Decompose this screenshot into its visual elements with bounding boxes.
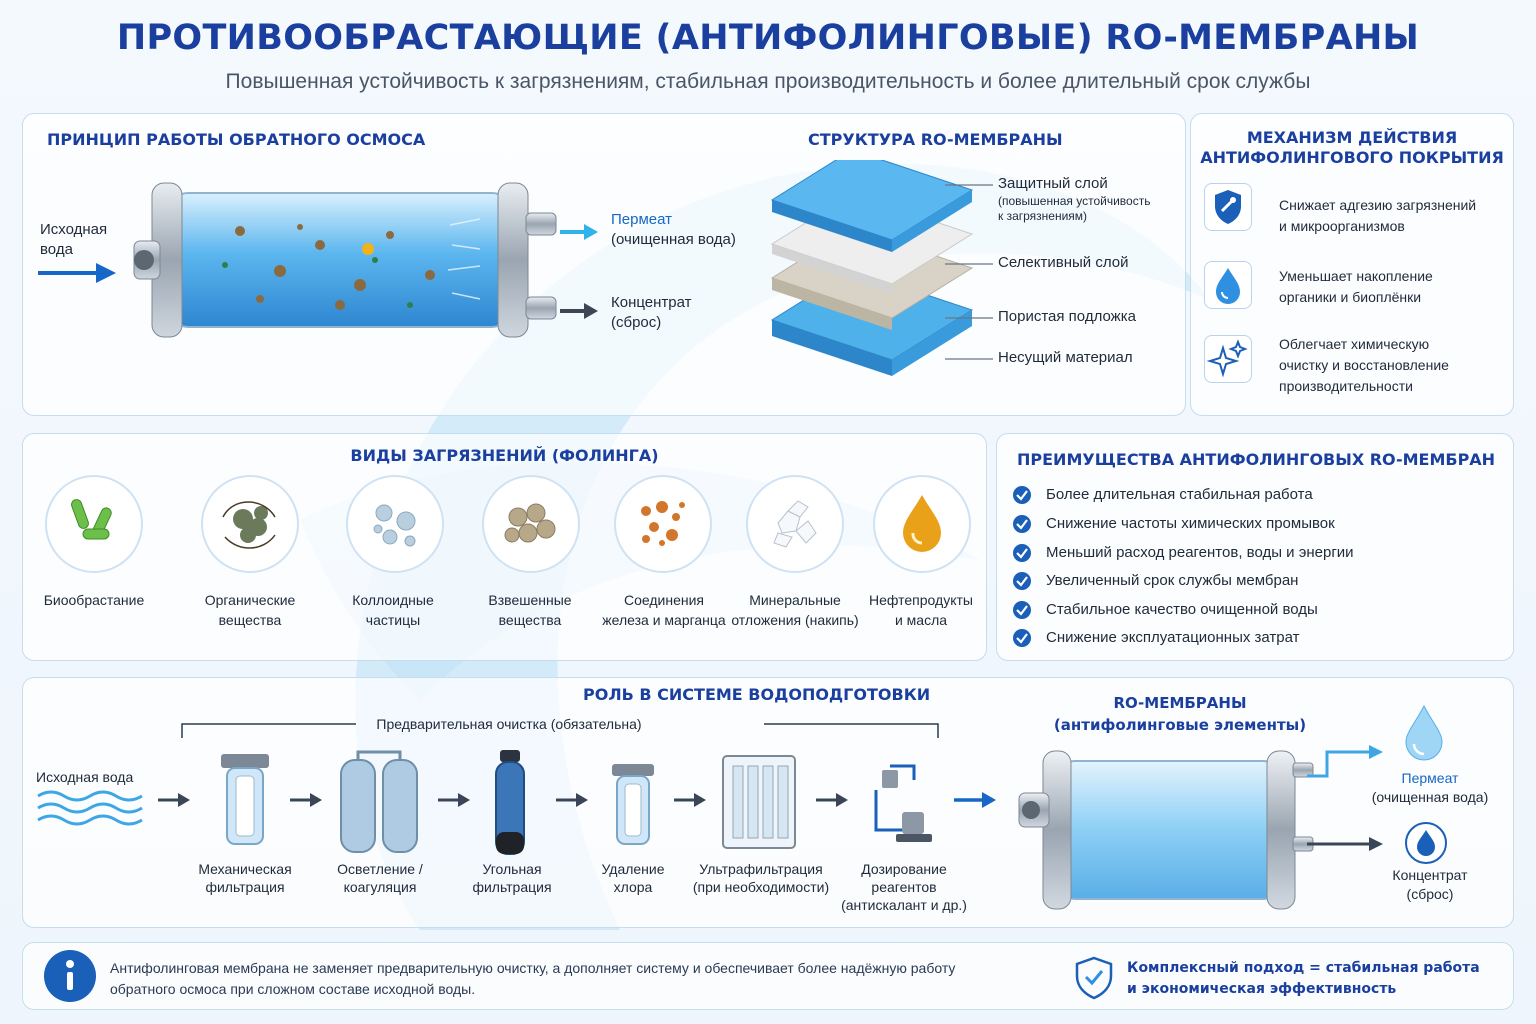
fouling-icon-organic [201, 475, 299, 573]
info-icon [44, 950, 96, 1002]
dosing-pump-icon [874, 764, 932, 842]
fouling-label-bio: Биообрастание [43, 592, 145, 608]
principle-concentrate-label: Концентрат(сброс) [611, 294, 692, 331]
mineral-scale-icon [773, 500, 817, 548]
layer-porous: Пористая подложка [998, 308, 1136, 325]
fouling-icon-bio [45, 475, 143, 573]
ro-vessel-illustration [133, 182, 557, 338]
flow-arrow-5 [816, 793, 848, 807]
fouling-heading: ВИДЫ ЗАГРЯЗНЕНИЙ (ФОЛИНГА) [350, 446, 659, 465]
layer-leader-lines [945, 184, 993, 360]
footer-panel [22, 942, 1514, 1010]
layer-selective: Селективный слой [998, 254, 1129, 271]
shield-check-icon [1075, 956, 1113, 1000]
ro-concentrate-label: Концентрат(сброс) [1392, 867, 1468, 902]
shield-icon [1215, 190, 1241, 224]
colloid-particles-icon [373, 504, 416, 547]
iron-manganese-icon [641, 501, 685, 546]
step-label-clarification: Осветление /коагуляция [337, 861, 423, 895]
ro-permeate-arrow-icon [1307, 745, 1383, 778]
ro-module-heading: RO-МЕМБРАНЫ(антифолинговые элементы) [1053, 694, 1307, 734]
pressure-vessels-icon [340, 750, 418, 853]
flow-arrow-2 [438, 793, 470, 807]
check-circle-icon [1013, 544, 1031, 562]
chlorine-filter-icon [612, 764, 654, 845]
check-circle-icon [1013, 515, 1031, 533]
ro-concentrate-arrow-icon [1307, 837, 1383, 851]
page-subtitle: Повышенная устойчивость к загрязнениям, … [225, 70, 1311, 93]
fouling-icon-scale [746, 475, 844, 573]
permeate-drop-icon [1405, 704, 1443, 761]
oil-drop-icon [903, 495, 941, 552]
fouling-icon-suspended [482, 475, 580, 573]
check-circle-icon [1013, 601, 1031, 619]
mechanism-icon-2 [1204, 261, 1252, 309]
fouling-icon-colloid [346, 475, 444, 573]
organic-matter-icon [222, 501, 276, 549]
ro-module-illustration [1018, 750, 1314, 910]
fouling-icon-oil [873, 475, 971, 573]
feed-arrow-icon [38, 263, 116, 283]
principle-heading: ПРИНЦИП РАБОТЫ ОБРАТНОГО ОСМОСА [47, 130, 426, 149]
mechanism-icon-1 [1204, 183, 1252, 231]
cartridge-filter-icon [221, 754, 269, 845]
suspended-solids-icon [504, 503, 556, 543]
sparkle-icon [1206, 339, 1248, 378]
step-label-ultrafiltration: Ультрафильтрация(при необходимости) [692, 861, 830, 895]
pretreatment-label: Предварительная очистка (обязательна) [376, 716, 642, 732]
flow-arrow-0 [158, 793, 190, 807]
carbon-filter-icon [495, 750, 525, 855]
layer-protective: Защитный слой (повышенная устойчивость к… [998, 175, 1151, 223]
advantages-heading: ПРЕИМУЩЕСТВА АНТИФОЛИНГОВЫХ RO-МЕМБРАН [1017, 450, 1496, 469]
mechanism-icon-3 [1204, 335, 1252, 383]
check-circle-icon [1013, 629, 1031, 647]
check-circle-icon [1013, 486, 1031, 504]
layer-support: Несущий материал [998, 349, 1133, 366]
flow-arrow-4 [674, 793, 706, 807]
check-circle-icon [1013, 572, 1031, 590]
principle-permeate-label: Пермеат(очищенная вода) [611, 211, 736, 248]
concentrate-drop-icon [1405, 822, 1447, 864]
info-note: Антифолинговая мембрана не заменяет пред… [110, 960, 956, 997]
ro-permeate-label: Пермеат(очищенная вода) [1371, 770, 1489, 805]
fouling-icon-iron [614, 475, 712, 573]
permeate-arrow-icon [560, 224, 598, 240]
page-title: ПРОТИВООБРАСТАЮЩИЕ (АНТИФОЛИНГОВЫЕ) RO-М… [116, 18, 1420, 58]
structure-heading: СТРУКТУРА RO-МЕМБРАНЫ [808, 130, 1063, 149]
system-heading: РОЛЬ В СИСТЕМЕ ВОДОПОДГОТОВКИ [583, 685, 931, 704]
flow-arrow-1 [290, 793, 322, 807]
ultrafiltration-icon [722, 755, 796, 849]
system-feed-label: Исходная вода [36, 769, 134, 785]
water-drop-icon [1216, 268, 1240, 304]
concentrate-arrow-icon [560, 303, 598, 319]
bacteria-icon [71, 499, 112, 540]
water-waves-icon [37, 790, 143, 826]
flow-arrow-ro [954, 792, 996, 808]
flow-arrow-3 [556, 793, 588, 807]
